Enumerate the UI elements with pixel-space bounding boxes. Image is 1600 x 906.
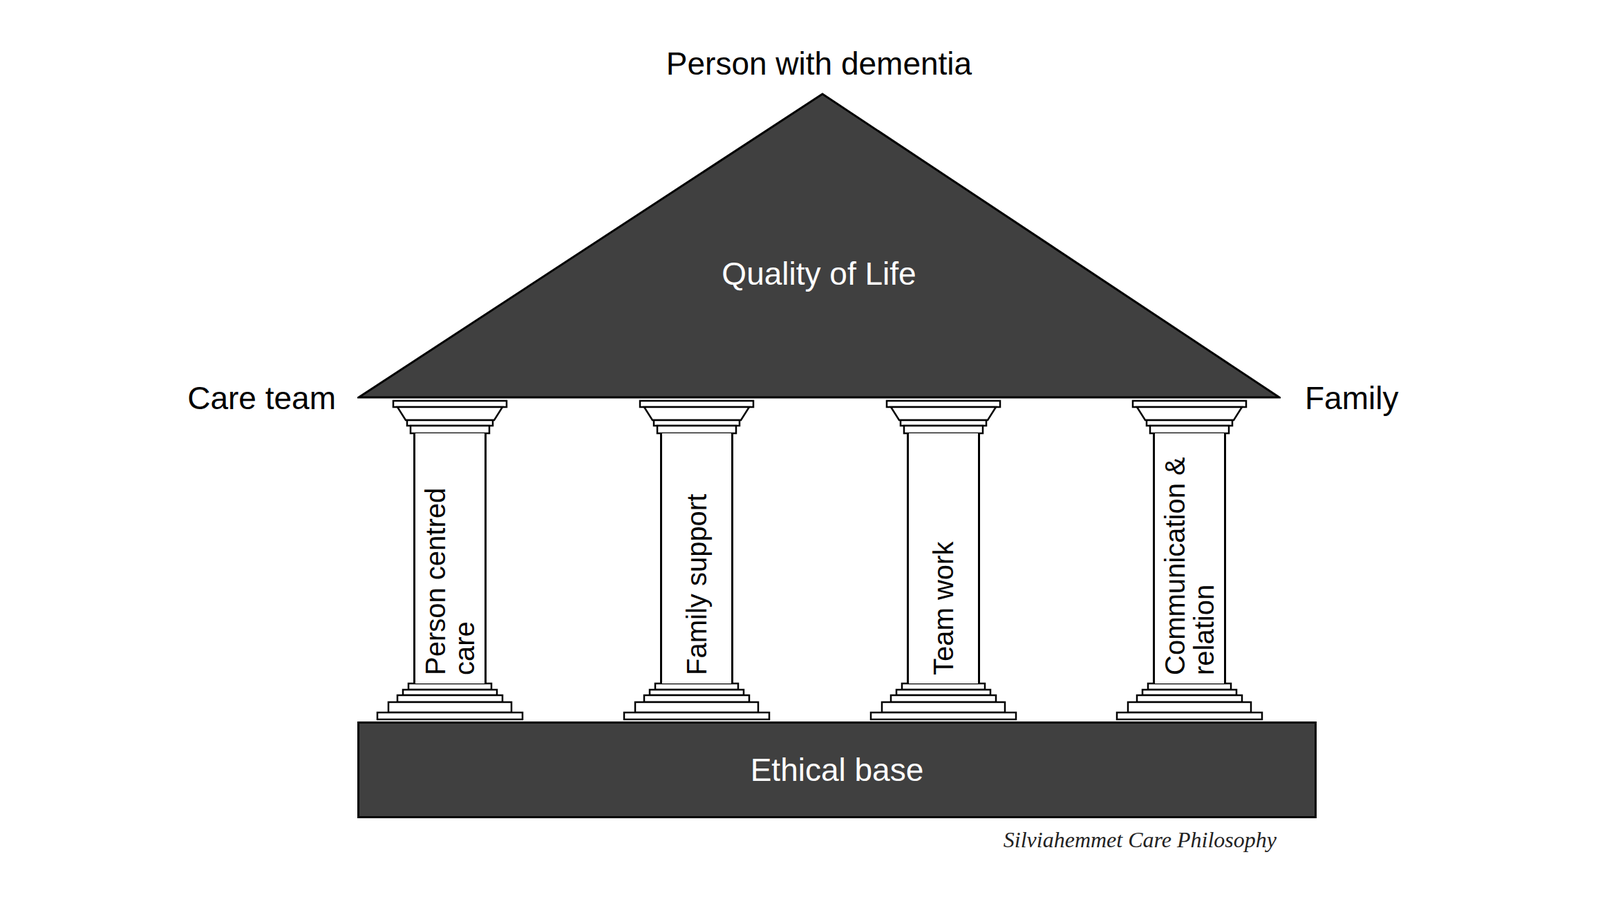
column-plinth bbox=[870, 683, 1016, 720]
pillar-label: Person centred care bbox=[420, 441, 479, 676]
apex-heading: Person with dementia bbox=[357, 45, 1281, 83]
pillar-shaft: Communication & relation bbox=[1152, 433, 1227, 684]
pillar-shaft: Person centred care bbox=[413, 433, 487, 684]
roof-triangle: Person with dementiaQuality of Life bbox=[357, 34, 1281, 399]
column-plinth bbox=[624, 683, 770, 720]
column-capital bbox=[886, 400, 1001, 434]
pillar-label: Family support bbox=[682, 441, 712, 676]
base-label: Ethical base bbox=[359, 751, 1315, 789]
column-capital bbox=[393, 400, 507, 434]
column-capital bbox=[640, 400, 754, 434]
caption: Silviahemmet Care Philosophy bbox=[1003, 827, 1277, 853]
roof-label: Quality of Life bbox=[357, 255, 1281, 293]
corner-label: Care team bbox=[187, 380, 336, 417]
pillar-label: Communication & relation bbox=[1160, 441, 1219, 676]
pillar-label: Team work bbox=[928, 441, 958, 676]
roof-outline bbox=[358, 93, 1280, 398]
pillar-shaft: Family support bbox=[660, 433, 734, 684]
column-plinth bbox=[377, 683, 523, 720]
column-plinth bbox=[1116, 683, 1263, 720]
roof-shape bbox=[357, 34, 1281, 399]
corner-label: Family bbox=[1304, 380, 1399, 417]
pillar-shaft: Team work bbox=[906, 433, 981, 684]
base-slab: Ethical base bbox=[357, 721, 1317, 819]
column-capital bbox=[1132, 400, 1247, 434]
